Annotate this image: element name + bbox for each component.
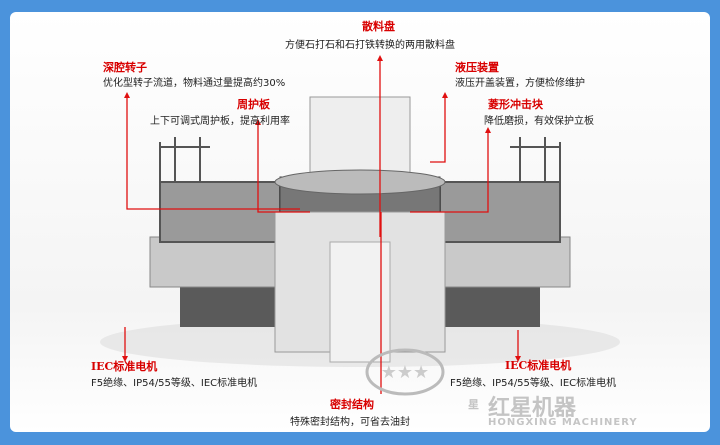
deep-rotor-title: 深腔转子 (103, 61, 147, 74)
hydraulic-title: 液压装置 (455, 61, 499, 74)
svg-text:★★★: ★★★ (381, 362, 429, 383)
crusher-illustration: ★★★ (100, 55, 620, 396)
guard-plate-title: 周护板 (237, 98, 270, 111)
seal-desc: 特殊密封结构，可省去油封 (290, 417, 410, 428)
motor-left-desc: F5绝缘、IP54/55等级、IEC标准电机 (91, 378, 258, 389)
watermark-logo (365, 348, 445, 396)
diagram-panel: ★★★ 散料盘 方便石打石和石打铁转换的两用散料盘 深腔转子 优化型转子流道，物… (10, 12, 710, 432)
watermark-brand-cn: 红星机器 (488, 396, 577, 421)
motor-right-title: IEC标准电机 (505, 359, 572, 372)
left-platform (159, 137, 281, 243)
impact-block-desc: 降低磨损，有效保护立板 (484, 116, 594, 127)
scatter-tray-desc: 方便石打石和石打铁转换的两用散料盘 (285, 40, 455, 51)
deep-rotor-desc: 优化型转子流道，物料通过量提高约30% (103, 78, 286, 89)
scatter-tray-title: 散料盘 (362, 20, 395, 33)
guard-plate-desc: 上下可调式周护板，提高利用率 (150, 116, 290, 127)
hydraulic-desc: 液压开盖装置，方便检修维护 (455, 78, 585, 89)
watermark-brand-en: HONGXING MACHINERY (488, 417, 638, 428)
impact-block-title: 菱形冲击块 (488, 98, 543, 111)
motor-right-desc: F5绝缘、IP54/55等级、IEC标准电机 (450, 378, 617, 389)
callout-arrows (124, 60, 519, 394)
seal-title: 密封结构 (330, 398, 374, 411)
right-platform (439, 137, 561, 243)
motor-left-title: IEC标准电机 (91, 360, 158, 373)
watermark-star: 星 (468, 398, 479, 411)
